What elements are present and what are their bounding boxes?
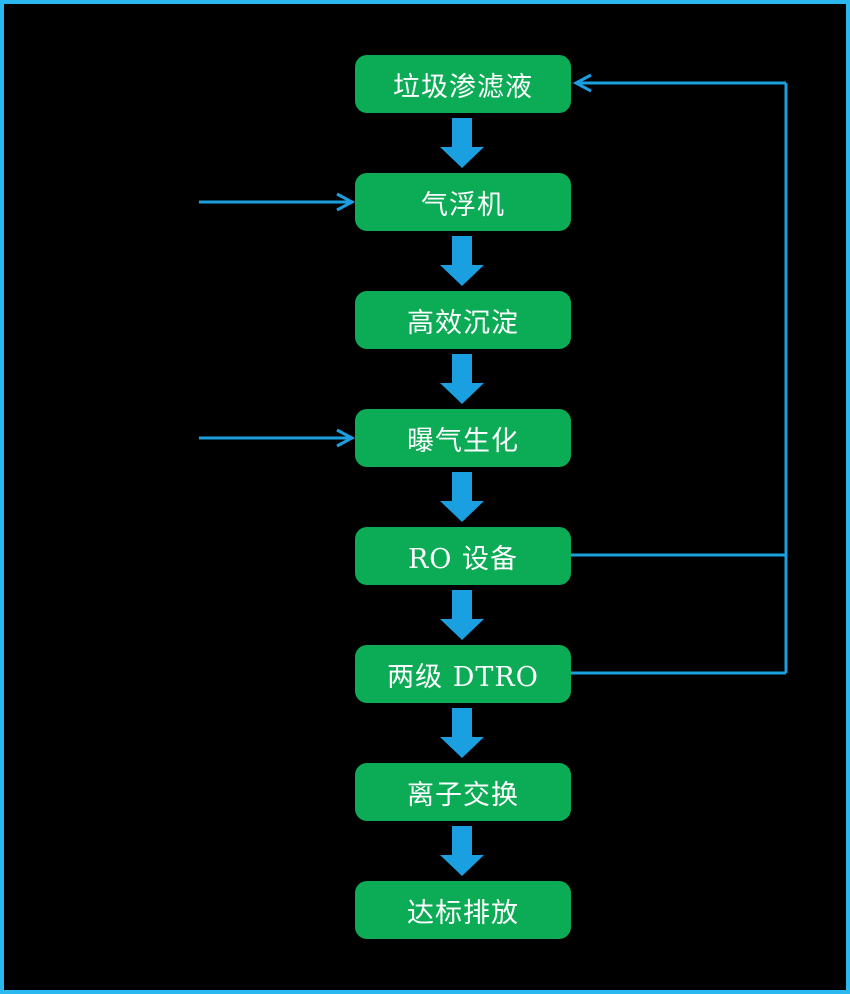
down-arrow-3-stem [452, 354, 472, 383]
node-air-flotation: 气浮机 [355, 173, 571, 231]
inlet-arrowhead-air-flotation [336, 192, 356, 212]
node-aeration: 曝气生化 [355, 409, 571, 467]
node-ion-exchange: 离子交换 [355, 763, 571, 821]
down-arrow-4 [440, 472, 484, 522]
down-arrow-3-head [440, 383, 484, 404]
node-leachate: 垃圾渗滤液 [355, 55, 571, 113]
node-air-flotation-label: 气浮机 [421, 189, 505, 221]
down-arrow-5-stem [452, 590, 472, 619]
down-arrow-7 [440, 826, 484, 876]
node-sedimentation: 高效沉淀 [355, 291, 571, 349]
down-arrow-4-head [440, 501, 484, 522]
down-arrow-7-stem [452, 826, 472, 855]
down-arrow-5-head [440, 619, 484, 640]
down-arrow-1-head [440, 147, 484, 168]
recycle-arrowhead-leachate [572, 73, 592, 93]
down-arrow-2 [440, 236, 484, 286]
down-arrow-6-head [440, 737, 484, 758]
down-arrow-1 [440, 118, 484, 168]
down-arrow-5 [440, 590, 484, 640]
connector-layer [199, 73, 788, 675]
node-sedimentation-label: 高效沉淀 [407, 307, 519, 339]
down-arrow-6 [440, 708, 484, 758]
node-ion-exchange-label: 离子交换 [407, 779, 519, 811]
node-discharge: 达标排放 [355, 881, 571, 939]
inlet-arrowhead-aeration [336, 428, 356, 448]
node-aeration-label: 曝气生化 [407, 425, 519, 457]
down-arrow-4-stem [452, 472, 472, 501]
node-ro-equipment-label: RO 设备 [407, 543, 519, 575]
down-arrow-2-stem [452, 236, 472, 265]
node-discharge-label: 达标排放 [407, 897, 519, 929]
node-leachate-label: 垃圾渗滤液 [393, 71, 533, 103]
down-arrow-3 [440, 354, 484, 404]
node-two-stage-dtro: 两级 DTRO [355, 645, 571, 703]
down-arrow-1-stem [452, 118, 472, 147]
node-two-stage-dtro-label: 两级 DTRO [387, 661, 539, 693]
down-arrow-7-head [440, 855, 484, 876]
down-arrow-2-head [440, 265, 484, 286]
down-arrow-6-stem [452, 708, 472, 737]
node-ro-equipment: RO 设备 [355, 527, 571, 585]
